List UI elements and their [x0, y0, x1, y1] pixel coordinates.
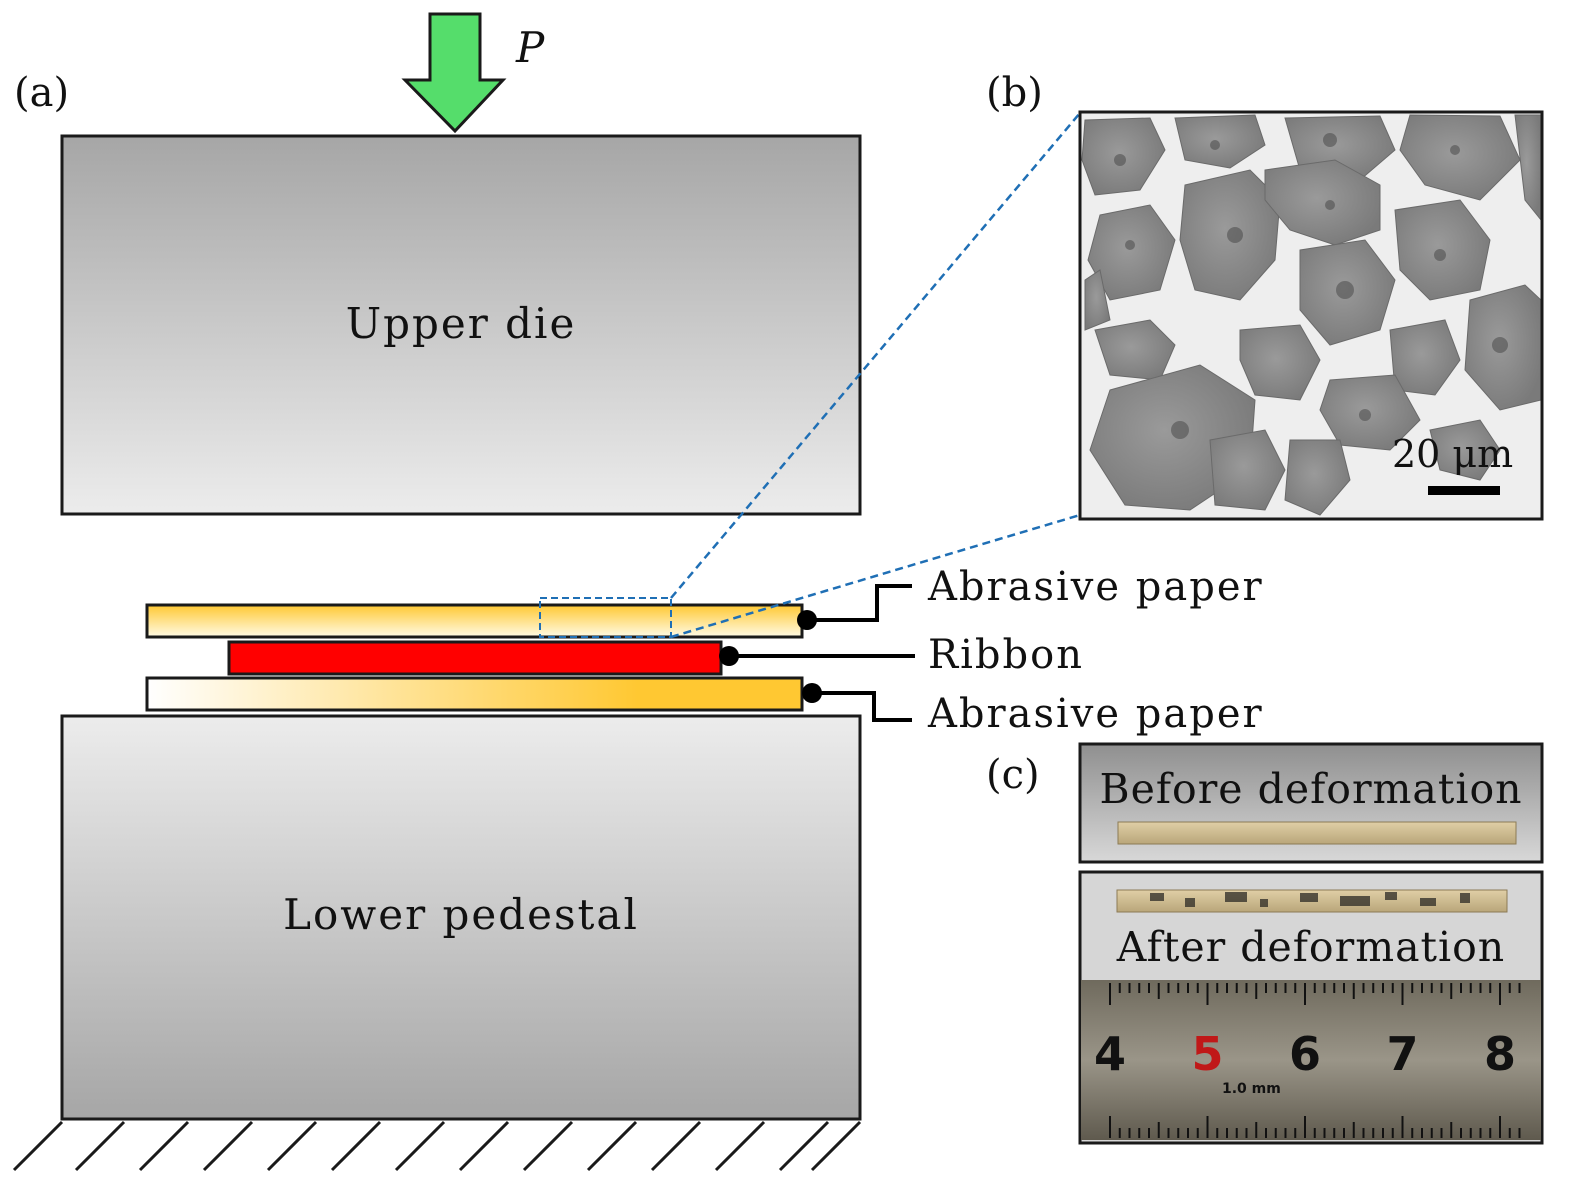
ribbon: [227, 640, 723, 676]
top-abrasive-paper: [145, 603, 804, 639]
label-ribbon: Ribbon: [928, 632, 1084, 678]
photo-after-label: After deformation: [1116, 923, 1505, 971]
panel-label-a: (a): [14, 70, 69, 116]
ruler-unit-label: 1.0 mm: [1222, 1081, 1281, 1097]
zoom-line-top: [670, 112, 1081, 599]
panel-label-b: (b): [986, 70, 1043, 116]
upper-die-label: Upper die: [346, 299, 577, 348]
ruler-number: 7: [1386, 1027, 1418, 1081]
ruler-number: 5: [1191, 1027, 1223, 1081]
scale-bar: [1428, 486, 1500, 495]
ruler-numbers: 4 5 6 7 8: [1094, 1027, 1516, 1081]
label-bottom-abrasive: Abrasive paper: [927, 691, 1264, 737]
ribbon-after-wear: [1150, 892, 1470, 907]
load-label: P: [515, 23, 545, 72]
photo-before-label: Before deformation: [1099, 765, 1522, 813]
bottom-abrasive-paper: [145, 676, 804, 712]
scale-bar-label: 20 μm: [1392, 432, 1513, 476]
zoom-line-bottom: [670, 513, 1081, 639]
leader-bottom-abrasive: [802, 683, 912, 722]
ruler-number: 8: [1484, 1027, 1516, 1081]
micrograph: [1081, 113, 1541, 518]
ruler: [1081, 980, 1541, 1140]
ruler-ticks: [1109, 983, 1521, 1138]
micrograph-frame: [1078, 110, 1544, 521]
zoom-box: [539, 597, 672, 638]
ground-hatch: [12, 1117, 862, 1172]
load-arrow-icon: [401, 12, 507, 134]
ribbon-before: [1117, 821, 1517, 845]
upper-die: [60, 134, 862, 516]
label-top-abrasive: Abrasive paper: [927, 564, 1264, 610]
ruler-number: 6: [1289, 1027, 1321, 1081]
panel-label-c: (c): [986, 752, 1040, 798]
lower-pedestal-label: Lower pedestal: [283, 890, 639, 939]
ruler-number: 4: [1094, 1027, 1126, 1081]
leader-top-abrasive: [797, 584, 912, 630]
lower-pedestal: [60, 714, 862, 1121]
leader-ribbon: [719, 646, 915, 666]
